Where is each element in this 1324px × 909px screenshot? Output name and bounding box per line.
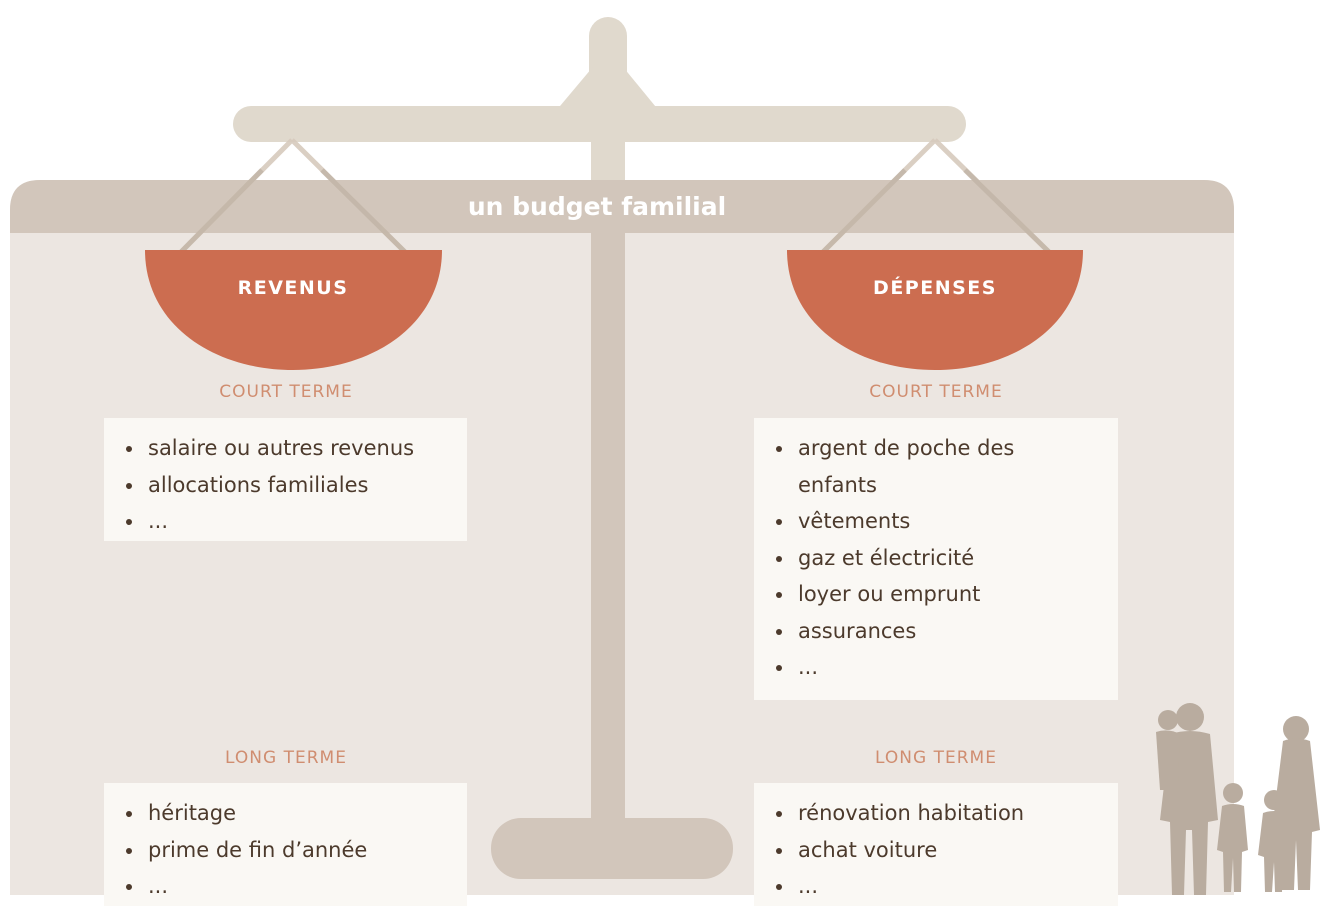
- revenus-long-term-label: LONG TERME: [225, 748, 347, 768]
- depenses-long-term-box: rénovation habitation achat voiture ...: [754, 783, 1118, 906]
- revenus-long-term-box: héritage prime de fin d’année ...: [104, 783, 467, 906]
- left-pan: [145, 250, 442, 370]
- depenses-long-term-label: LONG TERME: [875, 748, 997, 768]
- list-item: allocations familiales: [124, 467, 447, 504]
- list-item: ...: [124, 868, 447, 905]
- list-item: prime de fin d’année: [124, 832, 447, 869]
- list-item: vêtements: [774, 503, 1098, 540]
- scale-pivot: [555, 62, 660, 112]
- list-item: ...: [124, 503, 447, 540]
- family-silhouette-icon: [1156, 703, 1320, 895]
- revenus-short-term-box: salaire ou autres revenus allocations fa…: [104, 418, 467, 541]
- list-item: ...: [774, 868, 1098, 905]
- title: un budget familial: [467, 192, 727, 221]
- scale-pole: [591, 130, 625, 850]
- list-item: gaz et électricité: [774, 540, 1098, 577]
- list-item: loyer ou emprunt: [774, 576, 1098, 613]
- right-pan: [787, 250, 1083, 370]
- revenus-heading: REVENUS: [237, 277, 349, 299]
- rope-shadows: [179, 168, 1051, 254]
- depenses-heading: DÉPENSES: [873, 277, 997, 299]
- list-item: achat voiture: [774, 832, 1098, 869]
- depenses-short-term-label: COURT TERME: [869, 382, 1003, 402]
- list-item: rénovation habitation: [774, 795, 1098, 832]
- scale-base: [491, 818, 733, 879]
- list-item: salaire ou autres revenus: [124, 430, 447, 467]
- list-item: ...: [774, 649, 1098, 686]
- list-item: assurances: [774, 613, 1098, 650]
- list-item: héritage: [124, 795, 447, 832]
- scale-pole-upper: [591, 130, 625, 180]
- scale-beam: [233, 106, 966, 142]
- depenses-short-term-box: argent de poche des enfants vêtements ga…: [754, 418, 1118, 700]
- list-item: argent de poche des enfants: [774, 430, 1098, 503]
- revenus-short-term-label: COURT TERME: [219, 382, 353, 402]
